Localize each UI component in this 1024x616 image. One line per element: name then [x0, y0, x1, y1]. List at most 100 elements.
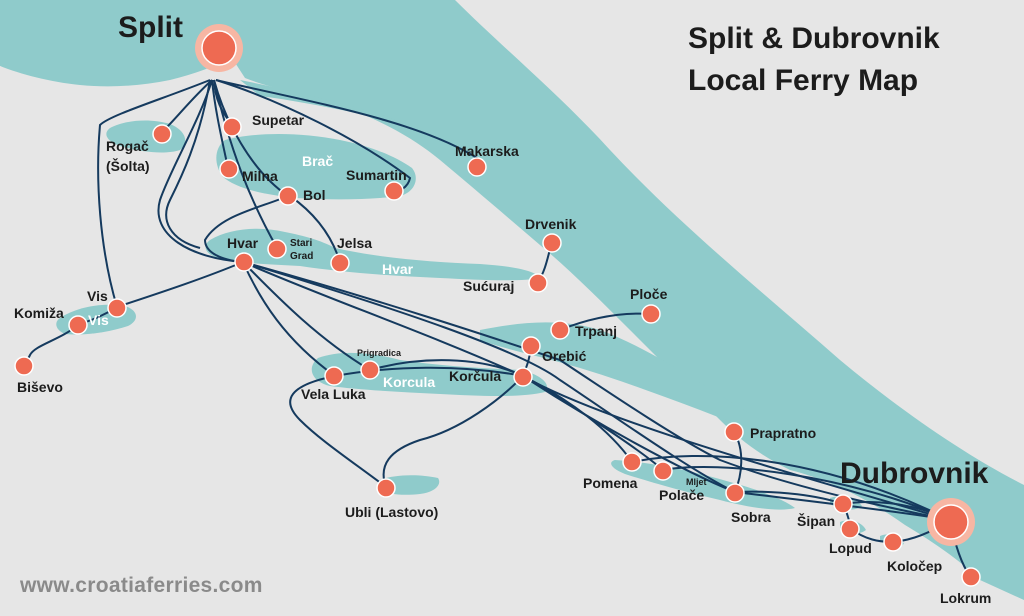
port-vela-luka[interactable]: [324, 366, 344, 386]
label-sumartin: Sumartin: [346, 167, 407, 183]
route-prigradica-korcula: [369, 359, 524, 377]
label-hvar: Hvar: [227, 235, 259, 251]
island-labels: Brač Hvar Vis Korcula Mljet: [88, 153, 707, 487]
port-lopud[interactable]: [840, 519, 860, 539]
route-split-vis: [97, 79, 211, 308]
label-lopud: Lopud: [829, 540, 872, 556]
route-split-stari-grad: [213, 79, 278, 249]
port-hvar[interactable]: [234, 252, 254, 272]
port-polace[interactable]: [653, 461, 673, 481]
port-trpanj[interactable]: [550, 320, 570, 340]
label-polace: Polače: [659, 487, 704, 503]
label-pomena: Pomena: [583, 475, 638, 491]
port-sucuraj[interactable]: [528, 273, 548, 293]
ports: [14, 24, 981, 587]
route-hvar-sobra: [242, 261, 736, 493]
label-sucuraj: Sućuraj: [463, 278, 514, 294]
label-korcula: Korčula: [449, 368, 501, 384]
label-vela-luka: Vela Luka: [301, 386, 366, 402]
route-split-hvar: [157, 79, 244, 263]
label-prapratno: Prapratno: [750, 425, 816, 441]
port-orebic[interactable]: [521, 336, 541, 356]
label-sipan: Šipan: [797, 512, 835, 529]
label-vis: Vis: [87, 288, 108, 304]
route-bol-hvar: [203, 195, 289, 263]
port-pomena[interactable]: [622, 452, 642, 472]
port-bol[interactable]: [278, 186, 298, 206]
port-milna[interactable]: [219, 159, 239, 179]
label-bol: Bol: [303, 187, 326, 203]
port-kolocep[interactable]: [883, 532, 903, 552]
route-split-milna: [211, 79, 229, 169]
label-lokrum: Lokrum: [940, 590, 991, 606]
label-bisevo: Biševo: [17, 379, 63, 395]
mainland: [0, 0, 1024, 600]
route-hvar-vela-luka: [242, 261, 336, 377]
ferry-routes: [23, 79, 971, 577]
label-ubli: Ubli (Lastovo): [345, 504, 438, 520]
port-sipan[interactable]: [833, 494, 853, 514]
port-labels: Split Dubrovnik Rogač (Šolta) Supetar Mi…: [14, 11, 991, 606]
port-korcula[interactable]: [513, 367, 533, 387]
port-jelsa[interactable]: [330, 253, 350, 273]
port-rogac[interactable]: [152, 124, 172, 144]
port-makarska[interactable]: [467, 157, 487, 177]
route-hvar-vis: [116, 261, 244, 308]
island-label-hvar: Hvar: [382, 261, 414, 277]
label-rogac-2: (Šolta): [106, 157, 150, 174]
port-drvenik[interactable]: [542, 233, 562, 253]
route-split-korcula-left: [165, 79, 211, 249]
port-sobra[interactable]: [725, 483, 745, 503]
island-label-vis: Vis: [88, 312, 109, 328]
island-label-korcula: Korcula: [383, 374, 435, 390]
route-pomena-dubrovnik: [631, 454, 951, 521]
route-hvar-korcula: [242, 261, 524, 377]
label-stari-grad-2: Grad: [290, 251, 313, 262]
route-vela-luka-korcula: [334, 366, 524, 377]
port-lokrum[interactable]: [961, 567, 981, 587]
label-makarska: Makarska: [455, 143, 519, 159]
port-vis[interactable]: [107, 298, 127, 318]
port-sumartin[interactable]: [384, 181, 404, 201]
brac-island: [216, 134, 416, 200]
label-stari-grad-1: Stari: [290, 238, 312, 249]
island-label-mljet: Mljet: [686, 477, 707, 487]
port-supetar[interactable]: [222, 117, 242, 137]
coast-strip: [240, 80, 420, 128]
port-komiza[interactable]: [68, 315, 88, 335]
port-split[interactable]: [201, 30, 237, 66]
island-label-brac: Brač: [302, 153, 333, 169]
port-prigradica[interactable]: [360, 360, 380, 380]
label-drvenik: Drvenik: [525, 216, 577, 232]
port-prapratno[interactable]: [724, 422, 744, 442]
port-dubrovnik[interactable]: [933, 504, 969, 540]
label-trpanj: Trpanj: [575, 323, 617, 339]
hvar-island: [205, 228, 541, 281]
mainland-cut: [0, 58, 232, 102]
route-hvar-prigradica: [242, 261, 371, 371]
label-supetar: Supetar: [252, 112, 305, 128]
website-footer[interactable]: www.croatiaferries.com: [20, 574, 263, 597]
label-orebic: Orebić: [542, 348, 587, 364]
route-vela-luka-lastovo: [289, 375, 387, 488]
label-kolocep: Koločep: [887, 558, 942, 574]
label-ploce: Ploče: [630, 286, 668, 302]
label-split: Split: [118, 11, 183, 44]
port-bisevo[interactable]: [14, 356, 34, 376]
label-dubrovnik: Dubrovnik: [840, 457, 989, 490]
port-ploce[interactable]: [641, 304, 661, 324]
route-korcula-lastovo: [382, 375, 524, 488]
route-korcula-dubrovnik: [522, 375, 951, 521]
label-prigradica: Prigradica: [357, 348, 402, 358]
port-ubli[interactable]: [376, 478, 396, 498]
port-stari-grad[interactable]: [267, 239, 287, 259]
route-polace-dubrovnik: [662, 466, 951, 521]
label-jelsa: Jelsa: [337, 235, 372, 251]
label-rogac-1: Rogač: [106, 138, 149, 154]
label-sobra: Sobra: [731, 509, 771, 525]
map-title-line-2: Local Ferry Map: [688, 64, 919, 97]
label-milna: Milna: [242, 168, 278, 184]
map-title-line-1: Split & Dubrovnik: [688, 22, 940, 55]
peljesac-peninsula: [480, 322, 780, 431]
